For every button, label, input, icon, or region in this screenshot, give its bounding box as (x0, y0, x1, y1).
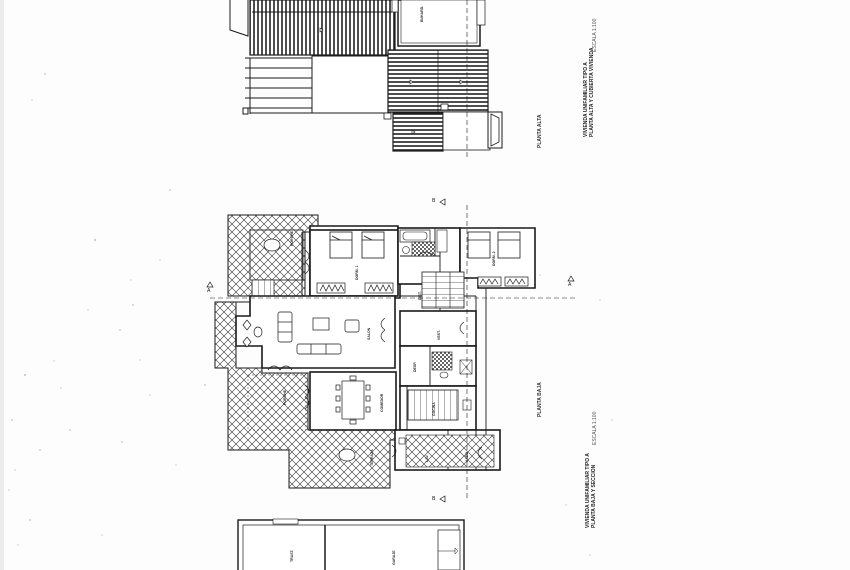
title-block-upper: VIVIENDA UNIFAMILIAR TIPO A PLANTA ALTA … (583, 47, 595, 137)
room-label-store: TRAST. (290, 549, 294, 562)
room-label-storage: DESP. (413, 361, 417, 372)
room-label-kitchen: COCINA (432, 402, 436, 416)
room-label-garage: GARAJE (392, 550, 396, 565)
room-label-attic: BUHARD. (420, 5, 424, 22)
scan-noise (8, 73, 613, 556)
room-label-laundry: LAV. (425, 454, 429, 462)
room-label-hall: DIST. (418, 291, 422, 300)
room-label-terrace: TERRAZA (370, 449, 374, 466)
room-label-wc: ASEO (465, 452, 469, 462)
lower-plan-fragment (237, 518, 465, 570)
room-label-entry: VEST. (437, 330, 441, 340)
plan-label-upper: PLANTA ALTA (537, 114, 543, 148)
section-marker-a-right: A (568, 282, 572, 288)
scale-label-ground: ESCALA 1:100 (592, 411, 598, 445)
room-label-living: SALON (367, 327, 371, 340)
title-line-2: PLANTA BAJA Y SECCION (591, 464, 597, 528)
title-block-ground: VIVIENDA UNIFAMILIAR TIPO A PLANTA BAJA … (585, 453, 597, 528)
room-label-porch-1: PORCHE (290, 231, 294, 246)
room-label-bedroom-2: DORM. 2 (492, 251, 496, 266)
plan-label-ground: PLANTA BAJA (537, 382, 543, 417)
section-marker-b-bottom: B (432, 496, 436, 502)
title-line-2: PLANTA ALTA Y CUBIERTA VIVIENDA (589, 47, 595, 137)
room-label-porch-2: PORCHE (283, 390, 287, 405)
upper-floor-plan (229, 0, 503, 160)
section-marker-a-left: A (207, 288, 211, 294)
room-label-dining: COMEDOR (380, 393, 384, 412)
ground-floor-plan (206, 198, 575, 503)
scale-label-upper: ESCALA 1:100 (592, 18, 598, 52)
section-marker-b-top: B (432, 198, 436, 204)
room-label-bedroom-1: DORM. 1 (355, 265, 359, 280)
